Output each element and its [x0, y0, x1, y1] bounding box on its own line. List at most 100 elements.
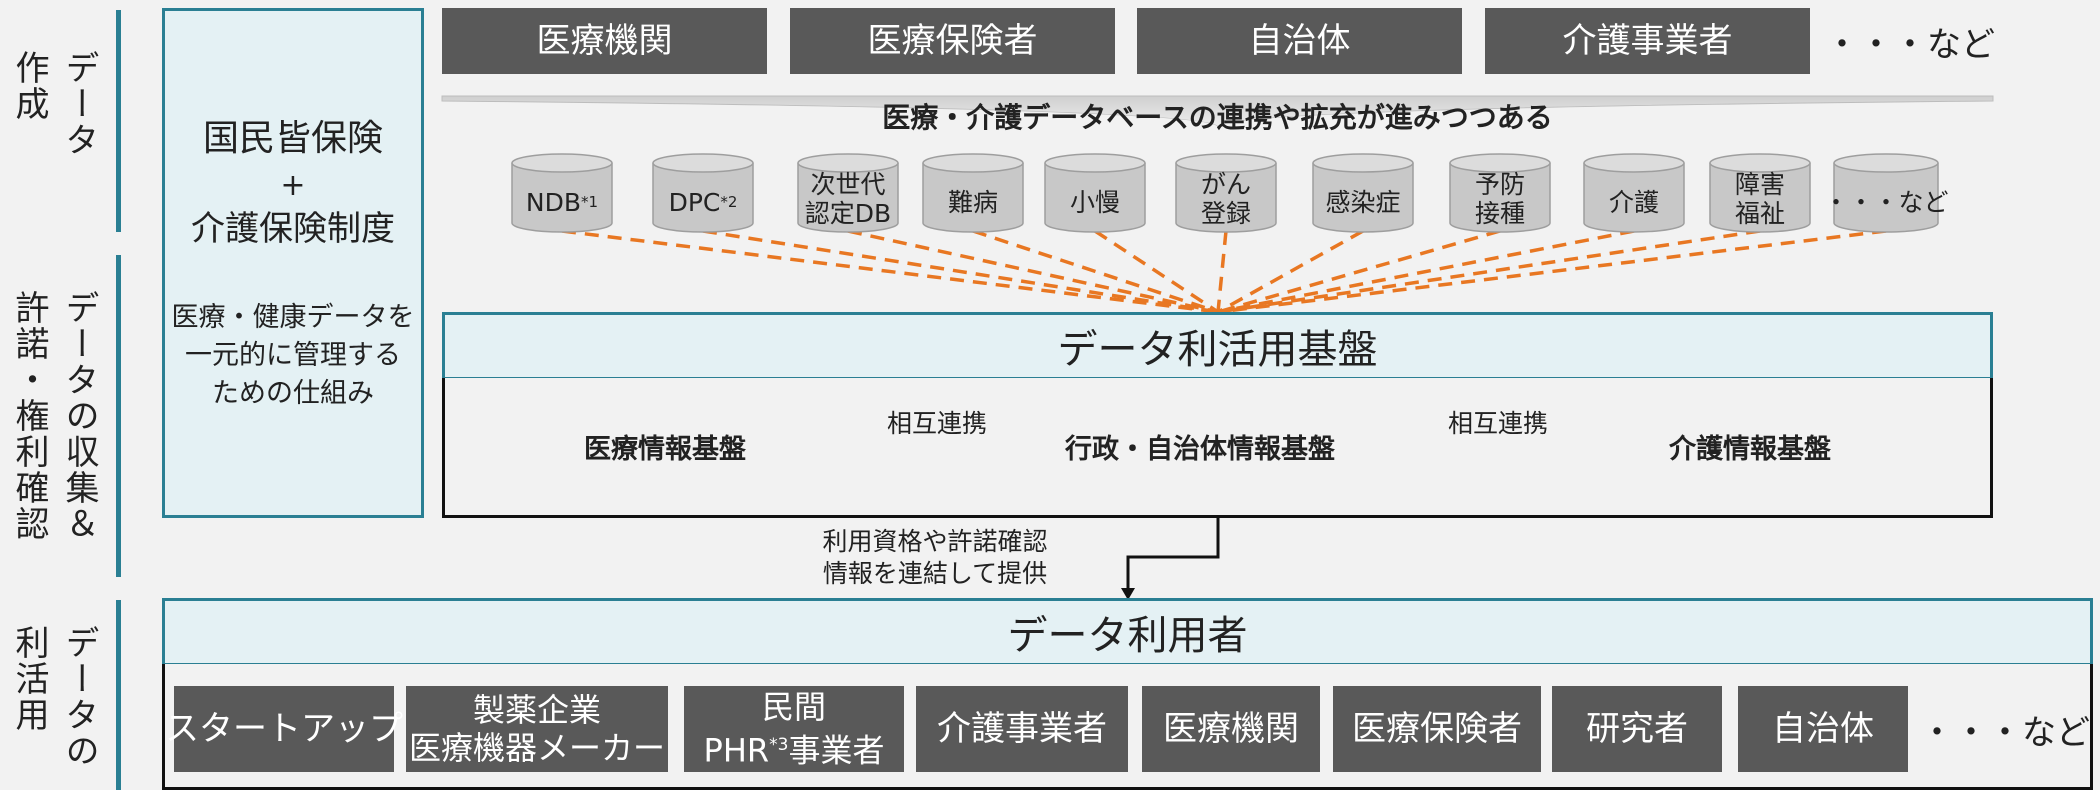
- user-box-line: PHR*3事業者: [704, 726, 885, 770]
- user-box-startup: スタートアップ: [165, 686, 403, 772]
- stage-divider-bar: [116, 10, 121, 232]
- database-label-text: 接種: [1474, 199, 1525, 228]
- phr-text: PHR: [703, 731, 770, 770]
- cloud-label-care: 介護情報基盤: [1669, 433, 1831, 465]
- stage-label-collection: データの収集＆ 許諾・権利確認: [0, 290, 108, 560]
- user-box-researcher: 研究者: [1552, 686, 1722, 772]
- dashed-connector: [1217, 229, 1364, 314]
- dashed-connector: [702, 229, 1219, 314]
- stage-label-line: データ: [59, 50, 99, 158]
- dashed-connector: [1217, 229, 1501, 314]
- flow-note-line: 情報を連結して提供: [822, 559, 1048, 588]
- dashed-connector: [561, 229, 1219, 314]
- provider-box: 医療機関: [442, 8, 767, 74]
- dashed-connector: [1217, 229, 1887, 314]
- system-description-line: 医療・健康データを: [171, 302, 415, 333]
- user-box-municipality: 自治体: [1738, 686, 1908, 772]
- user-box-insurer: 医療保険者: [1333, 686, 1541, 772]
- database-label-text: 感染症: [1325, 187, 1401, 217]
- user-box-line: 医療機器メーカー: [408, 729, 665, 767]
- phr-footnote-mark: *3: [769, 735, 789, 756]
- stage-divider-bar: [116, 600, 121, 790]
- phr-suffix: 事業者: [788, 731, 885, 770]
- database-cylinder-shoman: [1044, 153, 1146, 233]
- database-cylinder-nextgen: [797, 153, 899, 233]
- database-label-text: NDB: [525, 187, 582, 217]
- database-footnote-mark: *1: [581, 192, 599, 211]
- dashed-connector: [972, 229, 1219, 314]
- database-label-text: 福祉: [1734, 199, 1785, 228]
- flow-note: 利用資格や許諾確認 情報を連結して提供: [770, 526, 1100, 590]
- platform-body: [442, 378, 1993, 518]
- funnel-wedge: [441, 95, 1994, 128]
- user-box-medical-institution: 医療機関: [1142, 686, 1320, 772]
- flow-note-line: 利用資格や許諾確認: [822, 527, 1048, 556]
- database-label-etc: ・・・など: [1824, 172, 1949, 232]
- database-label-disability: 障害 福祉: [1710, 166, 1810, 232]
- system-subtitle: 介護保険制度: [191, 209, 395, 249]
- system-description-line: ための仕組み: [212, 378, 374, 409]
- system-description-line: 一元的に管理する: [185, 340, 401, 371]
- database-cylinder-disability: [1709, 153, 1811, 233]
- stage-label-line: 利活用: [9, 625, 49, 733]
- user-box-care-provider: 介護事業者: [916, 686, 1128, 772]
- provider-box: 介護事業者: [1485, 8, 1810, 74]
- database-cylinder-ndb: [511, 153, 613, 233]
- cloud-label-admin: 行政・自治体情報基盤: [1065, 433, 1335, 465]
- dashed-connector: [1217, 229, 1761, 314]
- providers-etc-label: ・・・など: [1825, 24, 1995, 65]
- database-cylinder-dpc: [652, 153, 754, 233]
- database-label-text: 難病: [947, 187, 998, 217]
- user-box-pharma: 製薬企業 医療機器メーカー: [406, 686, 668, 772]
- dashed-connector: [847, 229, 1219, 314]
- database-label-text: 登録: [1200, 199, 1251, 228]
- insurance-system-panel: 国民皆保険 + 介護保険制度 医療・健康データを 一元的に管理する ための仕組み: [162, 8, 424, 518]
- cloud-label-medical: 医療情報基盤: [584, 433, 746, 465]
- users-title: データ利用者: [162, 598, 2093, 666]
- platform-title: データ利活用基盤: [442, 312, 1993, 380]
- dashed-connectors: [561, 229, 1887, 314]
- flow-arrow: [1126, 518, 1220, 590]
- database-cylinder-vaccination: [1449, 153, 1551, 233]
- database-cylinder-care: [1583, 153, 1685, 233]
- database-label-text: がん: [1200, 170, 1251, 199]
- database-label-text: 予防: [1474, 170, 1525, 199]
- provider-box: 自治体: [1137, 8, 1462, 74]
- database-label-cancer: がん 登録: [1176, 166, 1276, 232]
- dashed-connector: [1216, 230, 1228, 313]
- stage-label-line: データの収集＆: [59, 290, 99, 542]
- database-footnote-mark: *2: [720, 192, 738, 211]
- user-box-line: 製薬企業: [472, 691, 601, 729]
- database-label-text: 障害: [1734, 170, 1785, 199]
- database-caption: 医療・介護データベースの連携や拡充が進みつつある: [882, 101, 1553, 134]
- stage-label-utilization: データの 利活用: [0, 625, 108, 790]
- stage-label-line: 許諾・権利確認: [9, 290, 49, 542]
- database-label-care: 介護: [1584, 172, 1684, 232]
- database-label-nextgen: 次世代 認定DB: [798, 166, 898, 232]
- database-label-text: 次世代: [810, 170, 886, 199]
- database-cylinder-etc: [1833, 153, 1939, 233]
- database-label-infection: 感染症: [1313, 172, 1413, 232]
- flow-arrow-head: [1121, 588, 1135, 600]
- user-box-phr: 民間 PHR*3事業者: [684, 686, 904, 772]
- database-label-ndb: NDB*1: [512, 172, 612, 232]
- users-etc-label: ・・・など: [1920, 712, 2090, 753]
- stage-divider-bar: [116, 255, 121, 577]
- dashed-connector: [1217, 229, 1635, 314]
- stage-label-line: データの: [59, 625, 99, 769]
- database-label-text: DPC: [668, 187, 721, 217]
- database-label-shoman: 小慢: [1045, 172, 1145, 232]
- database-label-text: 介護: [1608, 187, 1659, 217]
- link-label-left: 相互連携: [886, 409, 987, 438]
- system-description: 医療・健康データを 一元的に管理する ための仕組み: [172, 299, 415, 413]
- database-label-text: ・・・など: [1823, 187, 1949, 217]
- stage-label-line: 作成: [9, 50, 49, 122]
- stage-label-creation: データ 作成: [0, 50, 108, 200]
- database-label-nanbyo: 難病: [923, 172, 1023, 232]
- database-label-dpc: DPC*2: [653, 172, 753, 232]
- database-label-text: 小慢: [1069, 187, 1120, 217]
- system-plus: +: [280, 168, 306, 203]
- dashed-connector: [1094, 229, 1219, 314]
- database-cylinder-nanbyo: [922, 153, 1024, 233]
- database-cylinder-cancer: [1175, 153, 1277, 233]
